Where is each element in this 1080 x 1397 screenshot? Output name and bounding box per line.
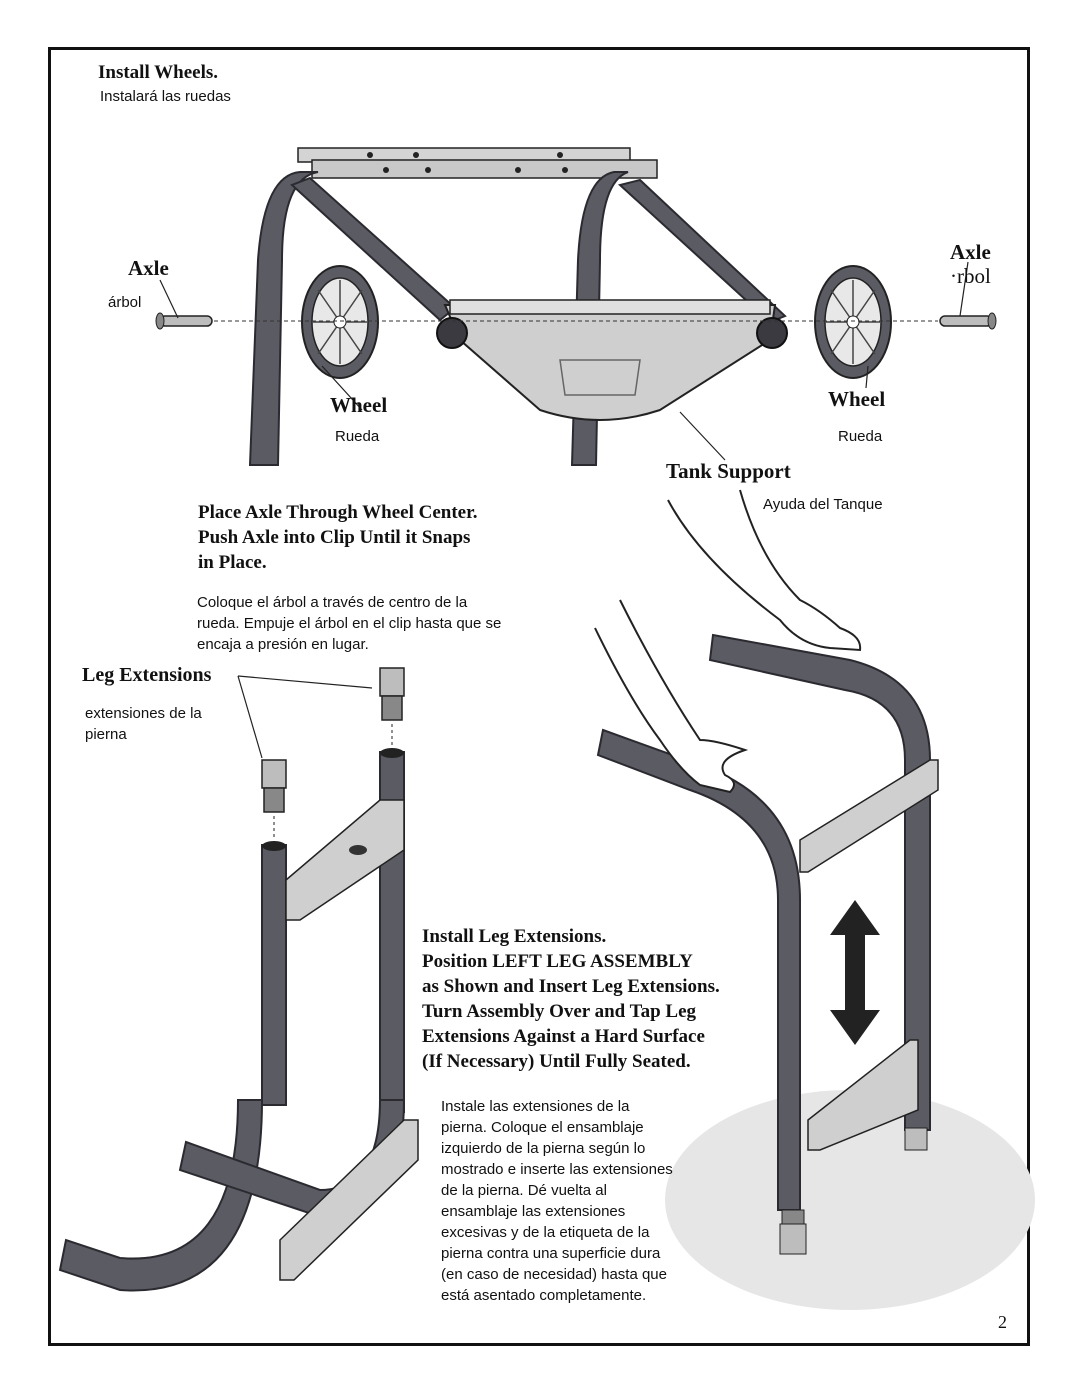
- section-title-es: Instalará las ruedas: [100, 88, 231, 105]
- wheel-left-label: Wheel: [330, 393, 388, 417]
- page-number: 2: [998, 1312, 1007, 1332]
- tank-support-label-es: Ayuda del Tanque: [763, 496, 883, 513]
- axle-left-illustration: [155, 312, 213, 330]
- instruction-2-es-line: pierna contra una superficie dura: [441, 1245, 661, 1262]
- instruction-2-es-line: está asentado completamente.: [441, 1287, 647, 1304]
- page-border: [48, 47, 1030, 1346]
- leg-extensions-label-es-1: extensiones de la: [85, 705, 202, 722]
- cart-frame-illustration: [248, 147, 788, 466]
- section-title: Install Wheels.: [98, 62, 219, 83]
- instruction-2-es-line: ensamblaje las extensiones: [441, 1203, 626, 1220]
- instruction-2-line: Position LEFT LEG ASSEMBLY: [422, 951, 693, 972]
- axle-right-label-es: ·rbol: [950, 264, 991, 288]
- axle-right-illustration: [939, 312, 997, 330]
- axle-left-label: Axle: [128, 256, 169, 280]
- instruction-2-line: (If Necessary) Until Fully Seated.: [422, 1051, 691, 1072]
- instruction-2-es-line: excesivas y de la etiqueta de la: [441, 1224, 650, 1241]
- instruction-2-es-line: Instale las extensiones de la: [441, 1098, 630, 1115]
- instruction-1-line: in Place.: [198, 552, 267, 573]
- instruction-2-es-line: (en caso de necesidad) hasta que: [441, 1266, 667, 1283]
- wheel-left-illustration: [301, 265, 379, 379]
- wheel-left-label-es: Rueda: [335, 428, 380, 445]
- axle-right-label: Axle: [950, 240, 991, 264]
- tank-support-label: Tank Support: [666, 459, 791, 483]
- instruction-2-es: Instale las extensiones de la pierna. Co…: [441, 1096, 673, 1306]
- wheel-right-label-es: Rueda: [838, 428, 883, 445]
- right-leg-assembly-illustration: [594, 489, 939, 1255]
- leg-extensions-label-es-2: pierna: [85, 726, 127, 743]
- instruction-2-es-line: izquierdo de la pierna según lo: [441, 1140, 646, 1157]
- axle-left-label-es: árbol: [108, 294, 142, 311]
- floor-shadow: [665, 1090, 1035, 1310]
- instruction-2-line: Install Leg Extensions.: [422, 926, 607, 947]
- wheel-right-illustration: [814, 265, 892, 379]
- instruction-1: Place Axle Through Wheel Center. Push Ax…: [198, 500, 478, 575]
- instruction-2-line: Turn Assembly Over and Tap Leg: [422, 1001, 697, 1022]
- instruction-2: Install Leg Extensions. Position LEFT LE…: [422, 924, 720, 1074]
- instruction-2-line: Extensions Against a Hard Surface: [422, 1026, 705, 1047]
- leg-extensions-label: Leg Extensions: [82, 664, 212, 686]
- wheel-right-label: Wheel: [828, 387, 886, 411]
- instruction-2-es-line: pierna. Coloque el ensamblaje: [441, 1119, 644, 1136]
- instruction-1-es: Coloque el árbol a través de centro de l…: [197, 592, 501, 655]
- instruction-2-es-line: de la pierna. Dé vuelta al: [441, 1182, 607, 1199]
- instruction-2-line: as Shown and Insert Leg Extensions.: [422, 976, 720, 997]
- instruction-1-es-line: encaja a presión en lugar.: [197, 636, 369, 653]
- instruction-1-es-line: Coloque el árbol a través de centro de l…: [197, 594, 468, 611]
- instruction-1-line: Push Axle into Clip Until it Snaps: [198, 527, 471, 548]
- left-leg-assembly-illustration: [58, 667, 419, 1292]
- instruction-2-es-line: mostrado e inserte las extensiones: [441, 1161, 673, 1178]
- instruction-1-line: Place Axle Through Wheel Center.: [198, 502, 478, 523]
- instruction-1-es-line: rueda. Empuje el árbol en el clip hasta …: [197, 615, 502, 632]
